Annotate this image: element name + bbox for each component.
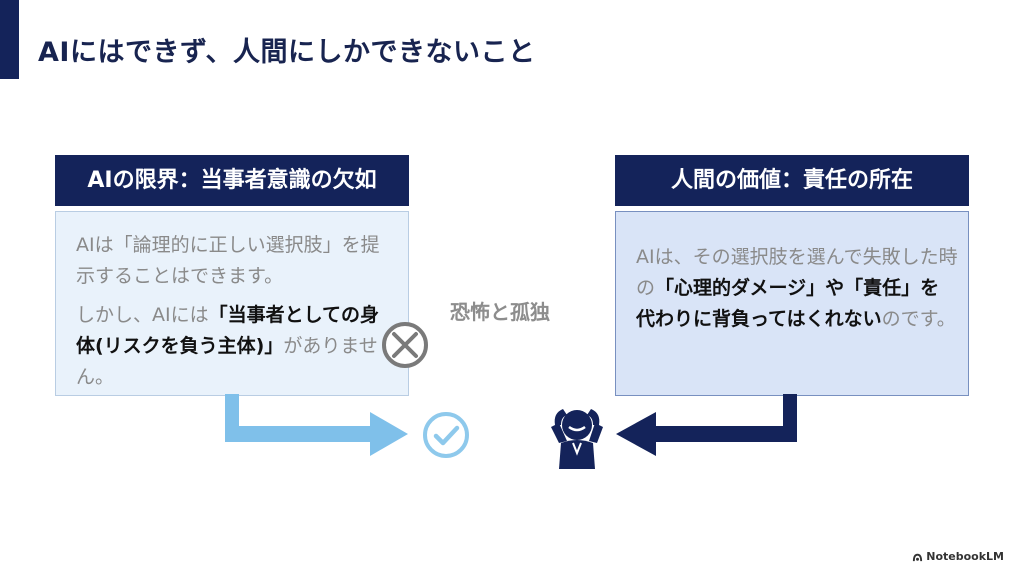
navy-arrow [616,394,797,456]
notebooklm-logo-icon [913,553,923,562]
right-panel-text-prefix: AIは、その選択肢を選んで失敗した時の [636,246,958,299]
check-circle-icon [423,412,469,458]
title-accent-bar [0,0,19,79]
left-panel-paragraph-2: しかし、AIには「当事者としての身体(リスクを負う主体)」がありません。 [76,300,398,393]
right-panel-body: AIは、その選択肢を選んで失敗した時の「心理的ダメージ」や「責任」を代わりに背負… [615,211,969,396]
left-panel-header: AIの限界：当事者意識の欠如 [55,155,409,206]
left-panel-paragraph-1: AIは「論理的に正しい選択肢」を提示することはできます。 [76,234,380,287]
left-panel-para2-prefix: しかし、AIには [76,304,209,326]
light-blue-arrow [225,394,408,456]
right-panel-header: 人間の価値：責任の所在 [615,155,969,206]
left-panel-para2-suffix: がありません。 [76,335,378,388]
right-panel-text-emphasis: 「心理的ダメージ」や「責任」を代わりに背負ってはくれない [636,277,940,330]
slide-title: AIにはできず、人間にしかできないこと [38,37,536,68]
center-label: 恐怖と孤独 [450,300,550,324]
right-panel-text-suffix: のです。 [881,308,956,330]
left-panel-body: AIは「論理的に正しい選択肢」を提示することはできます。 しかし、AIには「当事… [55,211,409,396]
left-panel-para2-emphasis: 「当事者としての身体(リスクを負う主体)」 [76,304,380,357]
branding-label: NotebookLM [926,550,1004,563]
right-panel-paragraph: AIは、その選択肢を選んで失敗した時の「心理的ダメージ」や「責任」を代わりに背負… [636,242,958,335]
notebooklm-branding: NotebookLM [912,550,1004,563]
prohibit-icon [382,322,428,368]
distressed-person-icon [551,409,603,469]
